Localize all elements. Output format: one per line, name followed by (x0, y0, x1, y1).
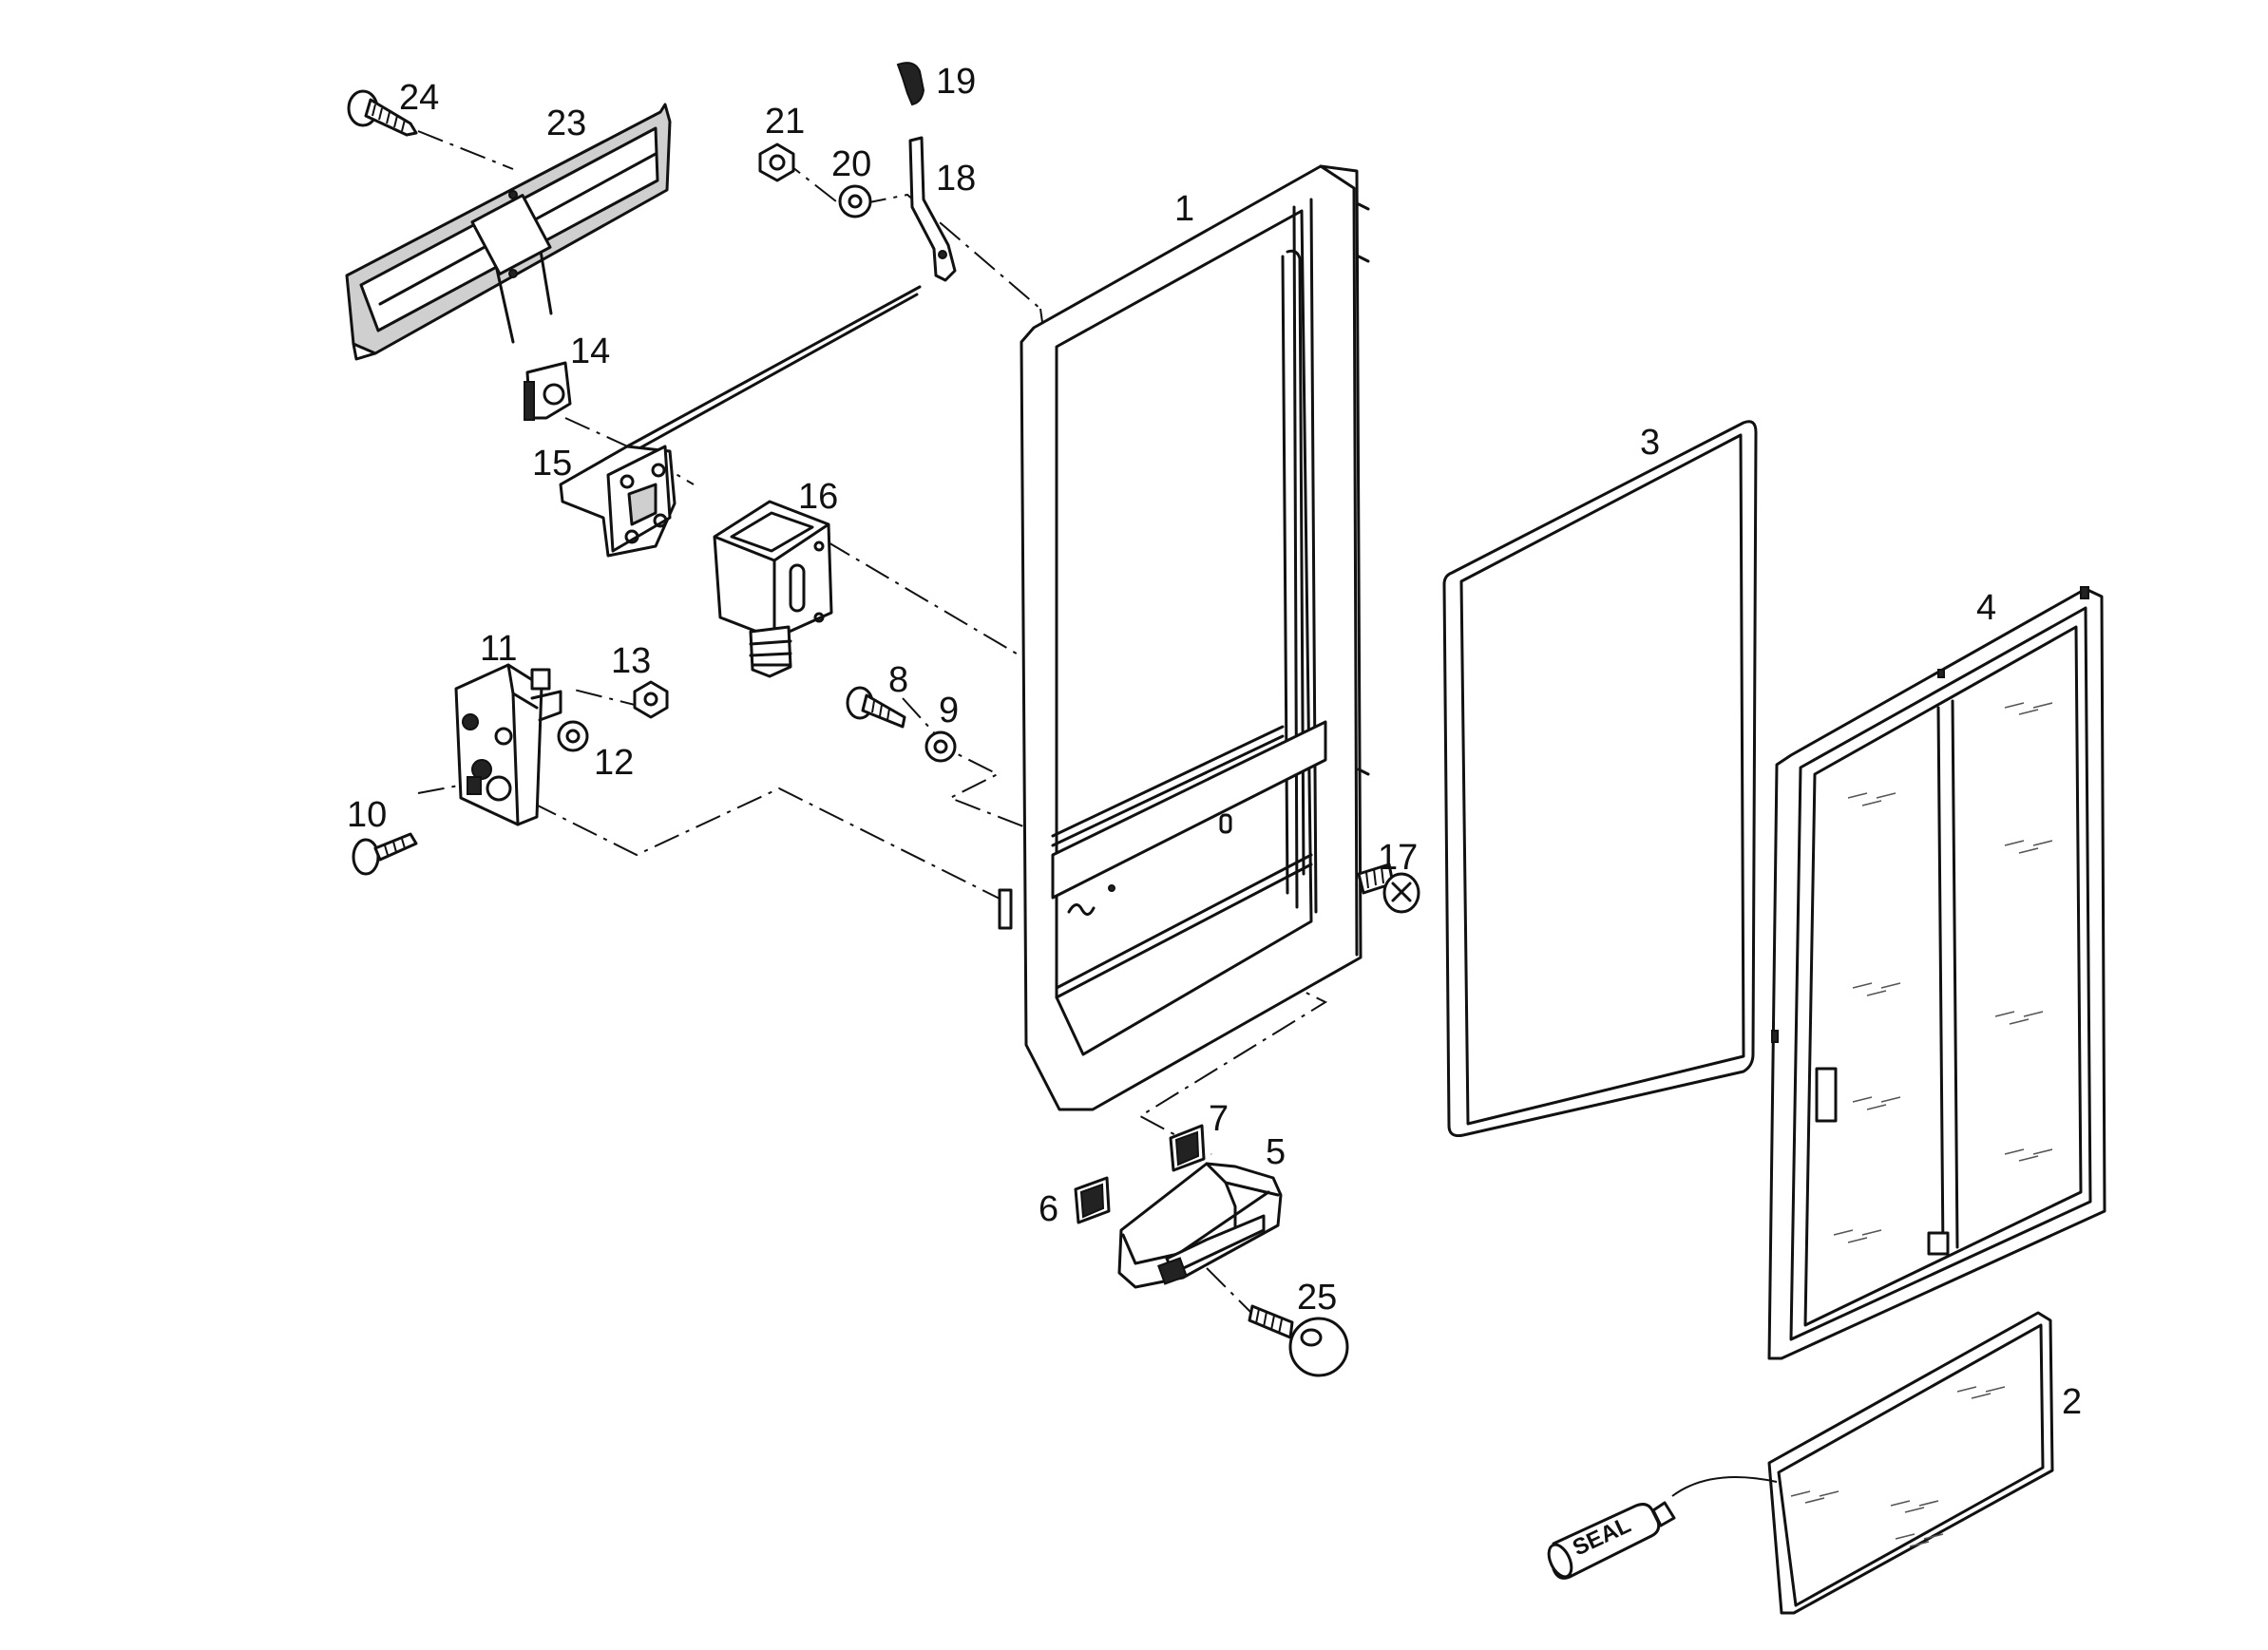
callout-9: 9 (939, 691, 959, 730)
callout-21: 21 (765, 102, 805, 142)
callout-4: 4 (1976, 588, 1996, 628)
part-3-gasket (1442, 420, 1758, 1137)
callout-18: 18 (936, 159, 976, 199)
part-16-hinge-box (713, 500, 833, 678)
part-25-screw (1248, 1304, 1349, 1377)
part-17-knob-screw (1357, 863, 1420, 914)
part-20-washer (838, 184, 872, 218)
part-1-door-frame (998, 164, 1370, 1111)
callout-14: 14 (570, 332, 610, 371)
part-23-top-rail (345, 103, 672, 361)
part-21-nut (758, 142, 795, 182)
callout-15: 15 (532, 444, 572, 484)
callout-8: 8 (888, 660, 908, 700)
part-2-glass-pane: SEAL (1547, 1311, 2054, 1615)
callout-17: 17 (1378, 838, 1418, 878)
callout-7: 7 (1209, 1099, 1229, 1139)
callout-2: 2 (2062, 1382, 2082, 1422)
callout-labels: 1 2 3 4 5 6 7 8 9 10 11 12 13 14 15 16 1… (347, 62, 2082, 1422)
callout-20: 20 (831, 144, 871, 184)
part-24-screw (347, 89, 418, 137)
part-7-pad (1169, 1124, 1206, 1172)
part-4-glass-door (1767, 586, 2106, 1360)
callout-11: 11 (480, 629, 517, 669)
callout-5: 5 (1266, 1132, 1286, 1172)
part-8-bolt (846, 686, 906, 729)
part-11-latch-block (454, 663, 562, 826)
part-10-screw (352, 832, 418, 876)
callout-16: 16 (798, 477, 838, 517)
callout-10: 10 (347, 795, 387, 835)
part-13-nut (633, 680, 669, 719)
callout-24: 24 (399, 78, 439, 118)
part-12-washer (557, 720, 589, 752)
hinge-rod (625, 285, 922, 456)
part-15-hinge-plate (559, 445, 677, 558)
part-9-washer (924, 730, 957, 763)
part-6-pad (1074, 1176, 1111, 1224)
callout-13: 13 (611, 641, 651, 681)
callout-19: 19 (936, 62, 976, 102)
part-14-small-bracket (524, 361, 572, 421)
callout-12: 12 (594, 743, 634, 783)
callout-1: 1 (1174, 189, 1194, 229)
part-5-handle (1117, 1162, 1283, 1289)
callout-23: 23 (546, 104, 586, 143)
callout-3: 3 (1640, 423, 1660, 463)
part-19-clip (896, 62, 925, 106)
callout-25: 25 (1297, 1278, 1337, 1318)
part-18-hinge-bracket (908, 136, 957, 282)
callout-6: 6 (1039, 1189, 1058, 1229)
